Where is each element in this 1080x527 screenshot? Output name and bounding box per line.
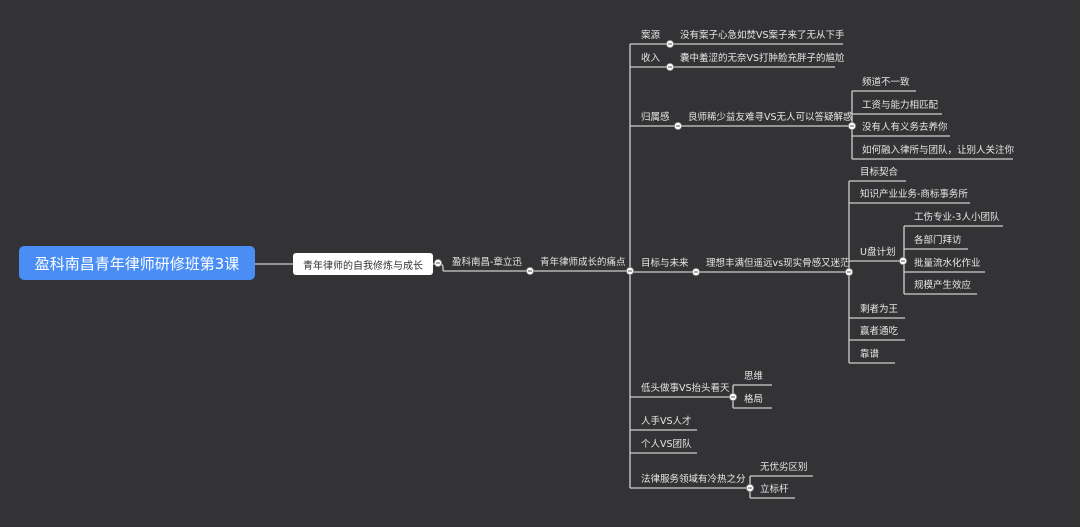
mindmap-node[interactable]: 工伤专业-3人小团队 xyxy=(914,212,1000,223)
mindmap-node[interactable]: 收入 xyxy=(641,53,661,64)
mindmap-node[interactable]: 各部门拜访 xyxy=(914,235,962,246)
mindmap-node[interactable]: 良师稀少益友难寻VS无人可以答疑解惑 xyxy=(688,112,853,123)
mindmap-node[interactable]: 工资与能力相匹配 xyxy=(862,100,939,111)
mindmap-node[interactable]: 目标契合 xyxy=(860,167,899,178)
mindmap-node[interactable]: 人手VS人才 xyxy=(641,416,692,427)
mindmap-node[interactable]: 知识产业业务-商标事务所 xyxy=(860,189,968,200)
mindmap-node[interactable]: 案源 xyxy=(641,30,661,41)
mindmap-node[interactable]: 归属感 xyxy=(641,112,670,123)
root-topic[interactable]: 盈科南昌青年律师研修班第3课 xyxy=(19,246,255,280)
mindmap-node[interactable]: 靠谱 xyxy=(860,349,880,360)
mindmap-node[interactable]: 立标杆 xyxy=(760,484,789,495)
mindmap-node[interactable]: 没有人有义务去养你 xyxy=(862,122,948,133)
mindmap-node[interactable]: 没有案子心急如焚VS案子来了无从下手 xyxy=(680,30,845,41)
mindmap-node[interactable]: 囊中羞涩的无奈VS打肿脸充胖子的尴尬 xyxy=(680,53,845,64)
mindmap-node[interactable]: 目标与未来 xyxy=(641,258,689,269)
main-topic[interactable]: 青年律师的自我修炼与成长 xyxy=(293,253,433,275)
mindmap-node[interactable]: 思维 xyxy=(744,371,764,382)
mindmap-node[interactable]: 盈科南昌-章立迅 xyxy=(452,257,522,268)
mindmap-node[interactable]: 个人VS团队 xyxy=(641,439,692,450)
mindmap-node[interactable]: 青年律师成长的痛点 xyxy=(540,257,626,268)
mindmap-node[interactable]: 剩者为王 xyxy=(860,304,899,315)
mindmap-node[interactable]: 格局 xyxy=(744,394,764,405)
mindmap-node[interactable]: 低头做事VS抬头看天 xyxy=(641,383,730,394)
mindmap-node[interactable]: 无优劣区别 xyxy=(760,462,808,473)
mindmap-node[interactable]: 频道不一致 xyxy=(862,77,910,88)
mindmap-node[interactable]: 赢者通吃 xyxy=(860,326,899,337)
mindmap-node[interactable]: 如何融入律所与团队，让别人关注你 xyxy=(862,145,1015,156)
mindmap-node[interactable]: 批量流水化作业 xyxy=(914,258,981,269)
mindmap-node[interactable]: 法律服务领域有冷热之分 xyxy=(641,474,746,485)
mindmap-node[interactable]: 规模产生效应 xyxy=(914,280,972,291)
mindmap-node[interactable]: U盘计划 xyxy=(860,247,896,258)
mindmap-node[interactable]: 理想丰满但遥远vs现实骨感又迷茫 xyxy=(706,258,850,269)
